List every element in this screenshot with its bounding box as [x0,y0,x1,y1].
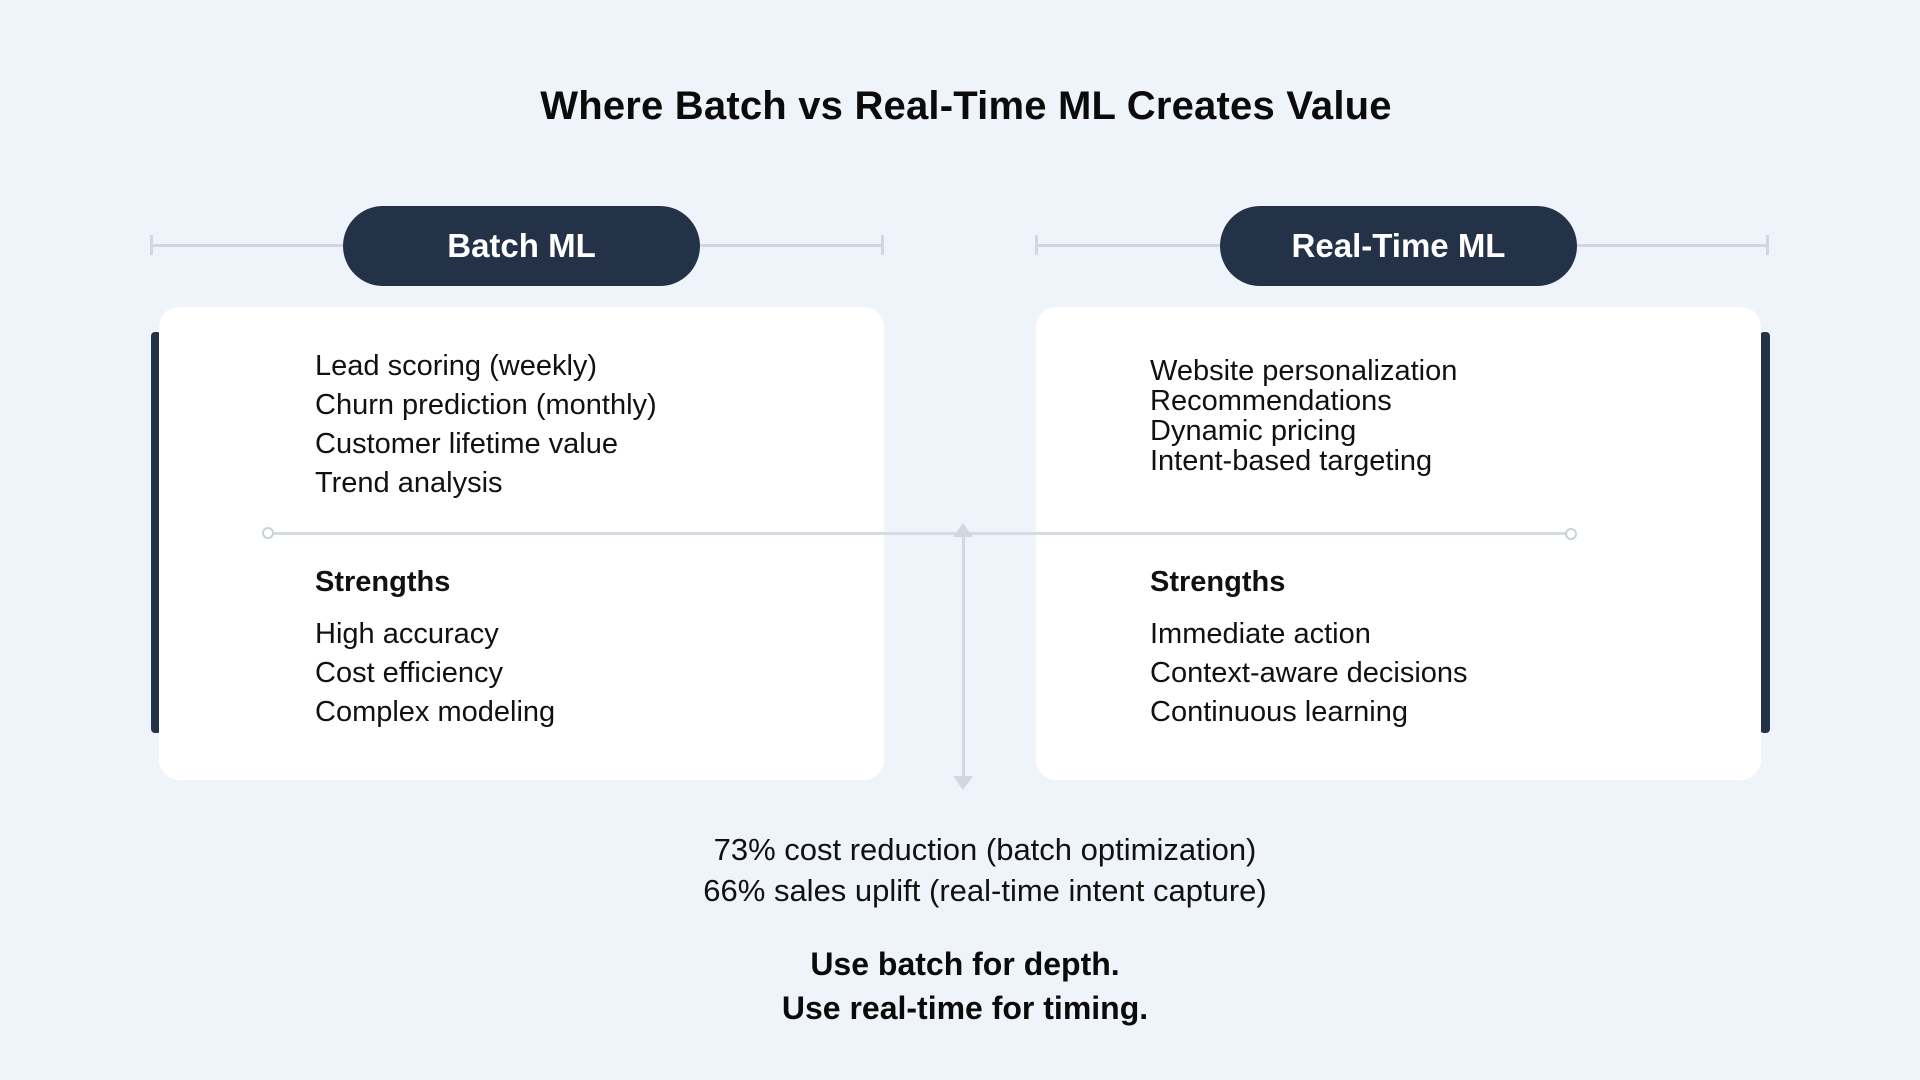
realtime-accent-bar [1760,332,1770,733]
realtime-strengths-list: Immediate action Context-aware decisions… [1150,618,1468,735]
stat-cost-reduction: 73% cost reduction (batch optimization) [713,832,1257,867]
batch-strength: High accuracy [315,618,499,650]
horizontal-divider-connector [268,532,1572,535]
realtime-card [1036,307,1761,780]
realtime-strength: Context-aware decisions [1150,657,1468,689]
batch-use-case: Lead scoring (weekly) [315,350,598,382]
batch-card [159,307,884,780]
stat-sales-uplift: 66% sales uplift (real-time intent captu… [703,873,1267,908]
batch-ml-pill: Batch ML [343,206,700,286]
realtime-use-case: Recommendations [1150,385,1392,417]
connector-left-node [262,527,274,539]
realtime-strength: Continuous learning [1150,696,1408,728]
realtime-use-case: Dynamic pricing [1150,415,1357,447]
realtime-ml-pill: Real-Time ML [1220,206,1577,286]
batch-accent-bar [151,332,161,733]
takeaway-realtime: Use real-time for timing. [781,990,1149,1026]
realtime-use-case-list: Website personalization Recommendations … [1150,356,1457,476]
arrow-down-icon [953,776,973,790]
batch-strength: Complex modeling [315,696,556,728]
realtime-bracket-right-cap [1766,235,1769,255]
batch-bracket-right-cap [881,235,884,255]
batch-strength: Cost efficiency [315,657,504,689]
realtime-use-case: Intent-based targeting [1150,445,1433,477]
batch-use-case-list: Lead scoring (weekly) Churn prediction (… [315,350,657,506]
takeaway-batch: Use batch for depth. [810,946,1120,982]
realtime-use-case: Website personalization [1150,355,1458,387]
arrow-up-icon [953,523,973,537]
connector-right-node [1565,528,1577,540]
batch-strengths-heading: Strengths [315,566,451,598]
batch-use-case: Trend analysis [315,467,503,499]
vertical-connector [962,535,965,778]
batch-strengths-list: High accuracy Cost efficiency Complex mo… [315,618,555,735]
batch-use-case: Churn prediction (monthly) [315,389,657,421]
realtime-strength: Immediate action [1150,618,1371,650]
realtime-ml-label: Real-Time ML [1291,227,1506,264]
batch-use-case: Customer lifetime value [315,428,618,460]
page-title: Where Batch vs Real-Time ML Creates Valu… [540,84,1392,128]
batch-ml-label: Batch ML [447,227,596,264]
realtime-strengths-heading: Strengths [1150,566,1286,598]
